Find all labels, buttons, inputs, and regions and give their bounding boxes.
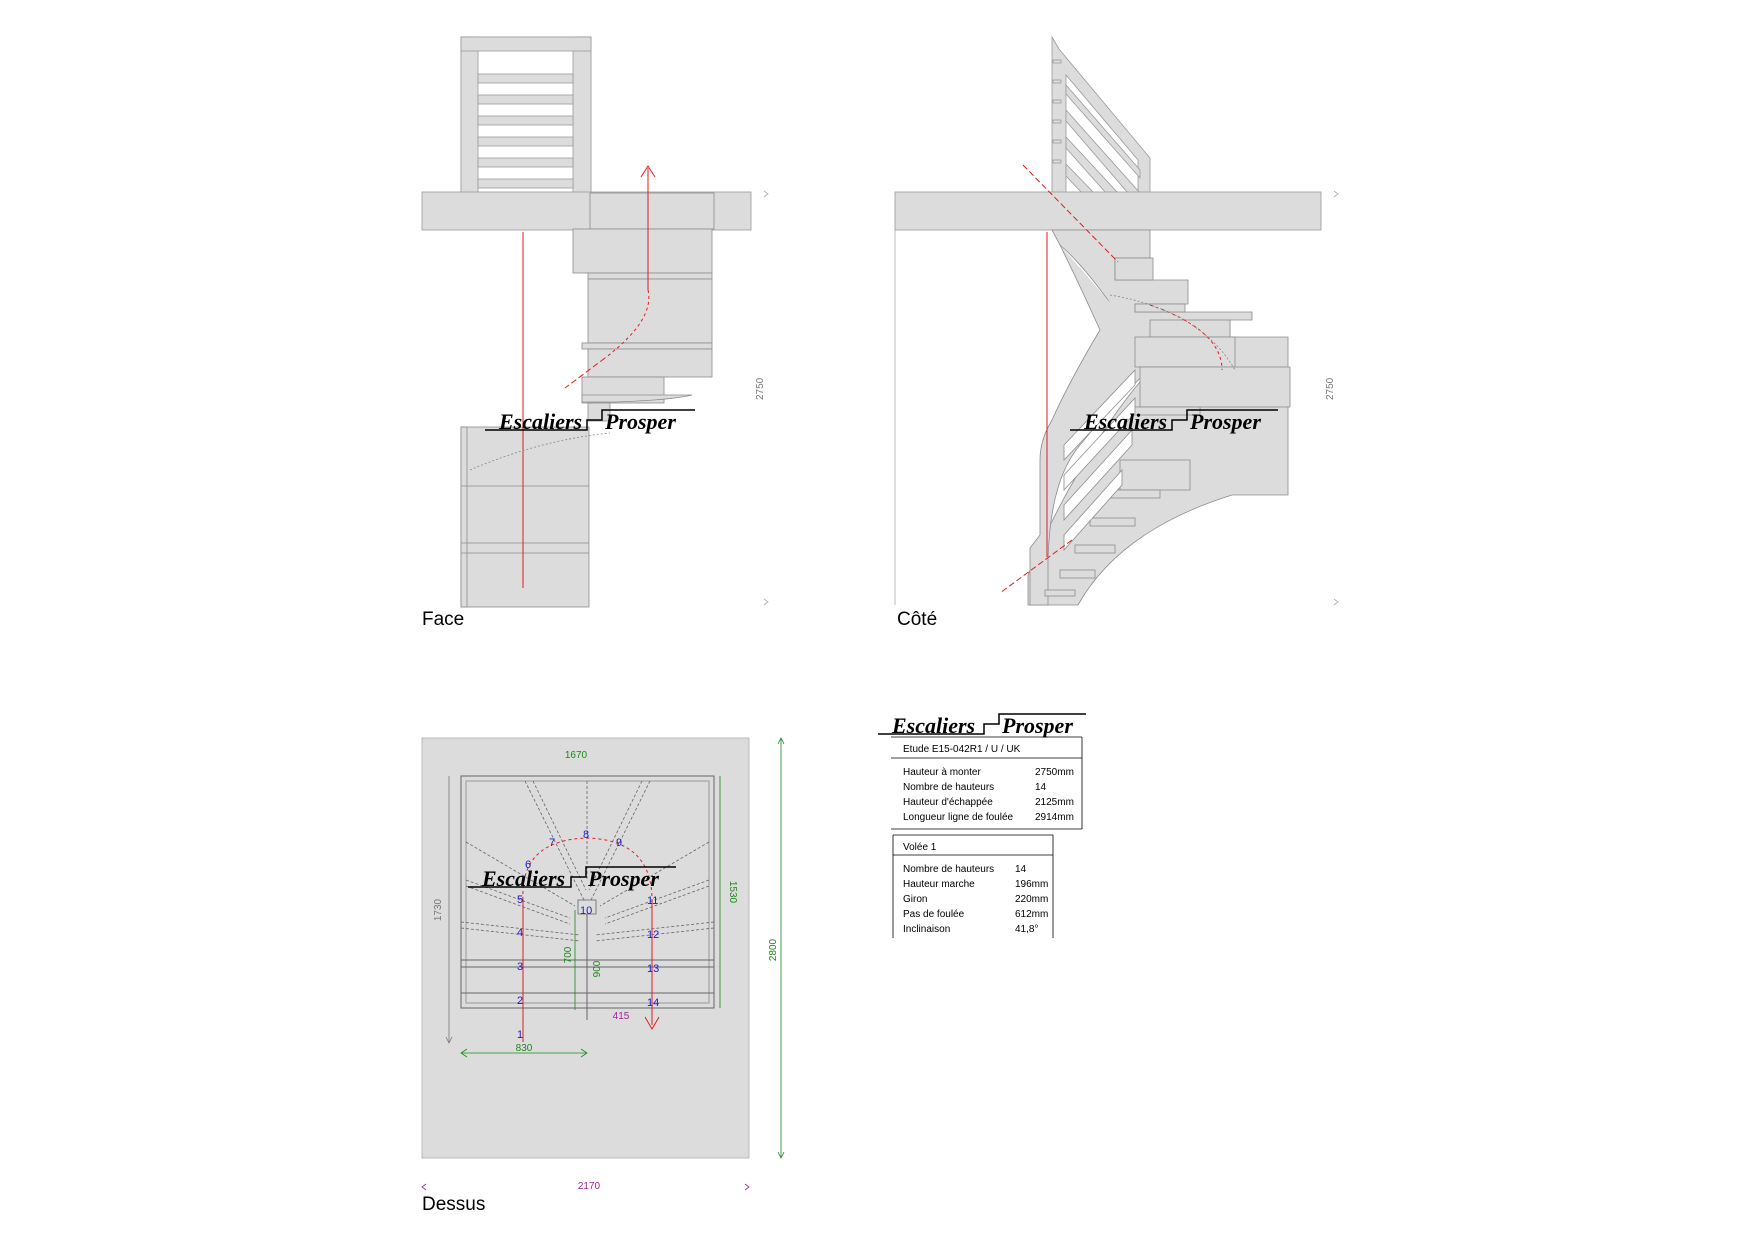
study-table: Etude E15-042R1 / U / UK Hauteur à monte… — [891, 736, 1083, 830]
step-number: 6 — [525, 859, 531, 871]
top-center-b-dimension: 900 — [592, 960, 603, 977]
brand-word-escaliers: Escaliers — [498, 409, 582, 434]
cote-lower-railing — [1063, 368, 1136, 552]
face-height-dimension: 2750 — [755, 190, 769, 606]
study-row-label: Hauteur d'échappée — [903, 797, 993, 808]
flight-row-label: Nombre de hauteurs — [903, 864, 994, 875]
face-lower-flight — [460, 402, 611, 608]
top-dimensions-green — [460, 737, 785, 1159]
step-number: 8 — [583, 829, 589, 841]
step-number: 9 — [616, 837, 622, 849]
brand-word-prosper: Prosper — [1001, 713, 1073, 738]
study-row-label: Longueur ligne de foulée — [903, 812, 1014, 823]
study-row-value: 2125mm — [1035, 797, 1074, 808]
face-view-title: Face — [422, 609, 465, 630]
brand-word-escaliers: Escaliers — [891, 713, 975, 738]
brand-logo-dessus: Escaliers Prosper — [468, 866, 676, 891]
top-flight-width-dimension: 830 — [516, 1043, 533, 1054]
step-number: 1 — [517, 1029, 523, 1041]
study-row-label: Hauteur à monter — [903, 767, 981, 778]
study-row-value: 2750mm — [1035, 767, 1074, 778]
step-number: 4 — [517, 927, 523, 939]
cote-floor-slab — [894, 191, 1322, 231]
top-total-width-dimension: 2170 — [578, 1181, 601, 1192]
top-right-length-dimension: 1530 — [727, 881, 738, 904]
step-number: 12 — [647, 929, 659, 941]
study-row-label: Nombre de hauteurs — [903, 782, 994, 793]
flight-row-value: 220mm — [1015, 894, 1048, 905]
cote-view: 2750 — [894, 35, 1339, 606]
flight-row-value: 41,8° — [1015, 924, 1038, 935]
brand-logo-cote: Escaliers Prosper — [1070, 409, 1278, 434]
flight-row-label: Hauteur marche — [903, 879, 975, 890]
top-total-depth-dimension: 2800 — [768, 938, 779, 961]
face-view: 2750 — [421, 36, 769, 608]
step-number: 11 — [647, 895, 658, 907]
step-number: 2 — [517, 995, 523, 1007]
top-left-length-line — [445, 776, 453, 1044]
brand-word-prosper: Prosper — [604, 409, 676, 434]
flight-row-label: Pas de foulée — [903, 909, 965, 920]
top-center-a-dimension: 700 — [563, 946, 574, 963]
dessus-view: 1 2 3 4 5 6 7 8 9 10 11 12 13 14 1 — [421, 737, 785, 1192]
brand-logo-face: Escaliers Prosper — [485, 409, 695, 434]
top-newel-post — [577, 899, 597, 915]
top-floor-opening — [421, 737, 750, 1159]
step-number: 7 — [549, 837, 555, 849]
top-total-width-ticks — [421, 1183, 750, 1191]
flight-row-label: Inclinaison — [903, 924, 950, 935]
top-left-length-dimension: 1730 — [433, 898, 444, 921]
face-walkline — [522, 165, 656, 588]
study-row-value: 14 — [1035, 782, 1047, 793]
top-stair-outline — [460, 775, 715, 1020]
brand-logo-sheet: Escaliers Prosper — [878, 713, 1086, 738]
step-number: 14 — [647, 997, 659, 1009]
cote-upper-railing — [1051, 35, 1151, 194]
cote-height-label: 2750 — [1325, 377, 1336, 400]
step-number: 13 — [647, 963, 659, 975]
brand-word-prosper: Prosper — [587, 866, 659, 891]
face-upper-railing — [460, 36, 592, 195]
top-winder-steps — [460, 780, 715, 942]
step-number: 5 — [517, 894, 523, 906]
step-number: 10 — [580, 905, 592, 917]
dessus-view-title: Dessus — [422, 1194, 486, 1215]
cote-height-dimension: 2750 — [1325, 190, 1339, 606]
study-row-value: 2914mm — [1035, 812, 1074, 823]
flight-table: Volée 1 Nombre de hauteurs 14 Hauteur ma… — [892, 834, 1054, 938]
top-walkline — [522, 837, 660, 1042]
cote-view-title: Côté — [897, 609, 938, 630]
flight-row-value: 14 — [1015, 864, 1027, 875]
top-width-dimension: 1670 — [565, 750, 588, 761]
flight-row-value: 612mm — [1015, 909, 1048, 920]
flight-row-value: 196mm — [1015, 879, 1048, 890]
top-step-numbers: 1 2 3 4 5 6 7 8 9 10 11 12 13 14 — [517, 829, 659, 1041]
top-offset-dimension: 415 — [613, 1011, 630, 1022]
face-height-label: 2750 — [755, 377, 766, 400]
step-number: 3 — [517, 961, 523, 973]
brand-word-prosper: Prosper — [1189, 409, 1261, 434]
brand-word-escaliers: Escaliers — [1083, 409, 1167, 434]
flight-title: Volée 1 — [903, 842, 937, 853]
flight-row-label: Giron — [903, 894, 927, 905]
study-title: Etude E15-042R1 / U / UK — [903, 744, 1021, 755]
face-upper-flight — [572, 192, 715, 404]
cote-walkline — [999, 164, 1223, 594]
brand-word-escaliers: Escaliers — [481, 866, 565, 891]
